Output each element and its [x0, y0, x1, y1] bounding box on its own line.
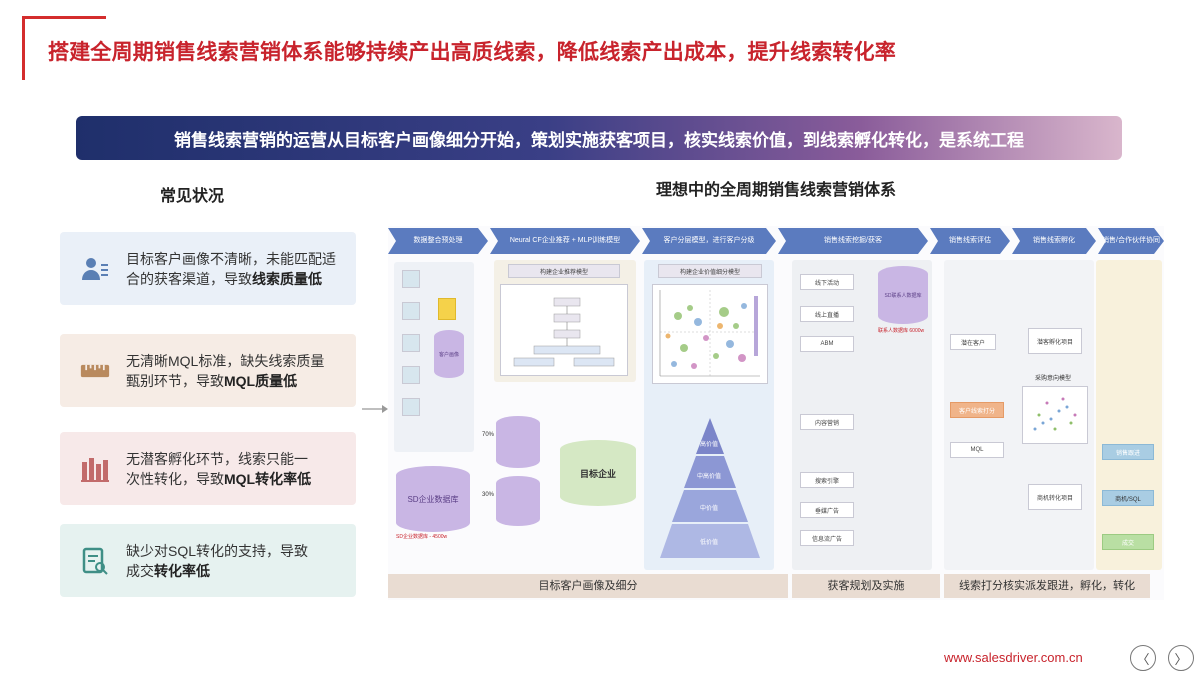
- tag-acquisition: 获客规划及实施: [792, 574, 940, 598]
- channel-feed-ads: 信息流广告: [800, 530, 854, 546]
- opp-conversion-project: 商机转化项目: [1028, 484, 1082, 510]
- customer-pyramid: [660, 418, 760, 558]
- situation-card-2: 无清晰MQL标准，缺失线索质量 甄别环节，导致MQL质量低: [60, 334, 356, 407]
- value-model-label: 构建企业价值细分模型: [658, 264, 762, 278]
- customer-profile-db: 客户画像: [434, 330, 464, 378]
- opp-sql: 商机/SQL: [1102, 490, 1154, 506]
- situation-card-3: 无潜客孵化环节，线索只能一 次性转化，导致MQL转化率低: [60, 432, 356, 505]
- situation-text-2: 无清晰MQL标准，缺失线索质量 甄别环节，导致MQL质量低: [126, 352, 325, 389]
- pct-70-label: 70%: [481, 432, 494, 438]
- right-heading: 理想中的全周期销售线索营销体系: [656, 182, 897, 199]
- data-icon-4: [402, 366, 420, 384]
- ruler-icon: [80, 356, 110, 386]
- recommend-model-label: 构建企业推荐模型: [508, 264, 620, 278]
- channel-offline: 线下活动: [800, 274, 854, 290]
- person-card-icon: [80, 254, 110, 284]
- deal-box: 成交: [1102, 534, 1154, 550]
- stage-neural-cf: Neural CF企业推荐 + MLP训练模型: [490, 228, 640, 254]
- channel-abm: ABM: [800, 336, 854, 352]
- channel-search: 搜索引擎: [800, 472, 854, 488]
- stage-lead-eval: 销售线索评估: [930, 228, 1010, 254]
- sales-follow: 销售跟进: [1102, 444, 1154, 460]
- existing-customer: 潜在客户: [950, 334, 996, 350]
- summary-banner: 销售线索营销的运营从目标客户画像细分开始，策划实施获客项目，核实线索价值，到线索…: [76, 116, 1122, 160]
- target-company-db: 目标企业: [560, 440, 636, 506]
- data-tag-icon: [438, 298, 456, 320]
- page-title: 搭建全周期销售线索营销体系能够持续产出高质线索，降低线索产出成本，提升线索转化率: [48, 41, 896, 64]
- situation-card-4: 缺少对SQL转化的支持，导致 成交转化率低: [60, 524, 356, 597]
- bar-chart-icon: [80, 454, 110, 484]
- pyramid-level-4: 低价值: [699, 540, 718, 546]
- data-icon-5: [402, 398, 420, 416]
- stage-data-prep: 数据整合预处理: [388, 228, 488, 254]
- purchase-model-figure: [1022, 386, 1088, 444]
- pyramid-level-2: 中高价值: [696, 474, 721, 480]
- tag-lead-scoring: 线索打分核实派发跟进，孵化，转化: [944, 574, 1150, 598]
- sd-company-db: SD企业数据库: [396, 466, 470, 532]
- nurture-project: 潜客孵化项目: [1028, 328, 1082, 354]
- stage-sales-partner: 销售/合作伙伴协同: [1098, 228, 1164, 254]
- contact-db-note: 联系人数据库 6000w: [878, 328, 925, 334]
- sales-panel: [1096, 260, 1162, 570]
- next-slide-button[interactable]: 〉: [1168, 645, 1194, 671]
- neural-network-figure: [500, 284, 628, 376]
- data-icon-3: [402, 334, 420, 352]
- stage-lead-nurture: 销售线索孵化: [1012, 228, 1096, 254]
- situation-text-1: 目标客户画像不清晰，未能匹配适 合的获客渠道，导致线索质量低: [126, 250, 336, 287]
- situation-card-1: 目标客户画像不清晰，未能匹配适 合的获客渠道，导致线索质量低: [60, 232, 356, 305]
- channel-content: 内容营销: [800, 414, 854, 430]
- situation-text-3: 无潜客孵化环节，线索只能一 次性转化，导致MQL转化率低: [126, 450, 312, 487]
- contact-db: SD联系人数据库: [878, 266, 928, 324]
- company-db-70: [496, 416, 540, 468]
- pct-30-label: 30%: [481, 492, 494, 498]
- purchase-model-label: 采购意向模型: [1034, 376, 1071, 382]
- data-icon-2: [402, 302, 420, 320]
- situation-text-4: 缺少对SQL转化的支持，导致 成交转化率低: [126, 542, 309, 579]
- pyramid-level-1: 高价值: [699, 442, 718, 448]
- stage-lead-mining: 销售线索挖掘/获客: [778, 228, 928, 254]
- sd-db-note: SD企业数据库 - 4500w: [396, 534, 448, 540]
- prev-slide-button[interactable]: 〈: [1130, 645, 1156, 671]
- chevron-right-icon: 〉: [1174, 651, 1188, 667]
- document-search-icon: [80, 546, 110, 576]
- left-heading: 常见状况: [160, 188, 225, 205]
- scatter-figure: [652, 284, 768, 384]
- data-icon-1: [402, 270, 420, 288]
- channel-vertical-ads: 垂媒广告: [800, 502, 854, 518]
- marketing-system-diagram: 数据整合预处理 Neural CF企业推荐 + MLP训练模型 客户分层模型，进…: [388, 226, 1164, 600]
- footer-url[interactable]: www.salesdriver.com.cn: [944, 650, 1083, 665]
- contact-db-detail: [878, 336, 932, 366]
- flow-arrow: [362, 405, 388, 413]
- chevron-left-icon: 〈: [1136, 651, 1150, 667]
- mql-box: MQL: [950, 442, 1004, 458]
- lead-score: 客户线索打分: [950, 402, 1004, 418]
- title-corner-bracket: [22, 16, 106, 80]
- tag-target-profile: 目标客户画像及细分: [388, 574, 788, 598]
- stage-customer-tier: 客户分层模型，进行客户分级: [642, 228, 776, 254]
- pyramid-level-3: 中价值: [699, 506, 718, 512]
- company-db-30: [496, 476, 540, 526]
- channel-live: 线上直播: [800, 306, 854, 322]
